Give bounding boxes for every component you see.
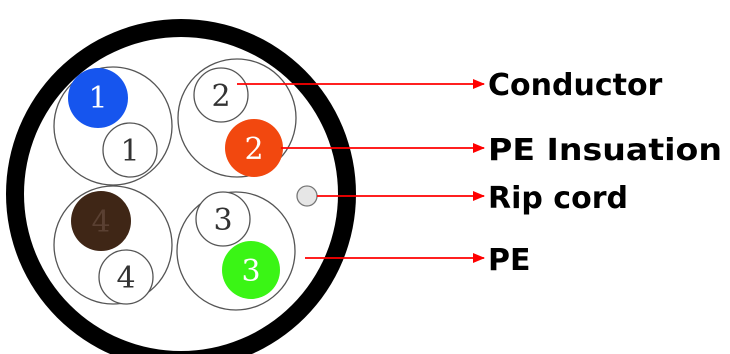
twisted-pair-2: 2 2	[177, 58, 297, 178]
pair-binder	[53, 185, 173, 305]
pair-binder	[176, 191, 296, 311]
twisted-pair-4: 4 4	[53, 185, 173, 305]
conductor-colored-2	[225, 119, 283, 177]
conductor-white-label: 3	[213, 203, 232, 238]
label-pe: PE	[488, 243, 530, 278]
conductor-colored-3	[222, 241, 280, 299]
conductor-colored-label: 2	[244, 132, 263, 167]
label-rip-cord: Rip cord	[488, 181, 628, 216]
label-pe-insulation: PE Insuation	[488, 133, 722, 168]
conductor-white-1	[102, 122, 158, 178]
conductor-white-label: 2	[211, 79, 230, 114]
conductor-colored-label: 3	[241, 254, 260, 289]
rip-cord	[296, 185, 318, 207]
pair-binder	[53, 66, 173, 186]
conductor-white-4	[98, 249, 154, 305]
twisted-pair-1: 1 1	[53, 66, 173, 186]
pair-binder	[177, 58, 297, 178]
conductor-colored-label: 4	[91, 205, 110, 240]
conductor-white-label: 4	[116, 261, 135, 296]
conductor-white-2	[193, 67, 249, 123]
conductor-colored-4	[71, 191, 131, 251]
callout-arrows	[237, 79, 485, 263]
conductor-white-3	[195, 191, 251, 247]
conductor-white-label: 1	[120, 134, 139, 169]
label-conductor: Conductor	[488, 68, 663, 103]
twisted-pair-3: 3 3	[176, 191, 296, 311]
conductor-colored-1	[68, 68, 128, 128]
conductor-colored-label: 1	[88, 81, 107, 116]
